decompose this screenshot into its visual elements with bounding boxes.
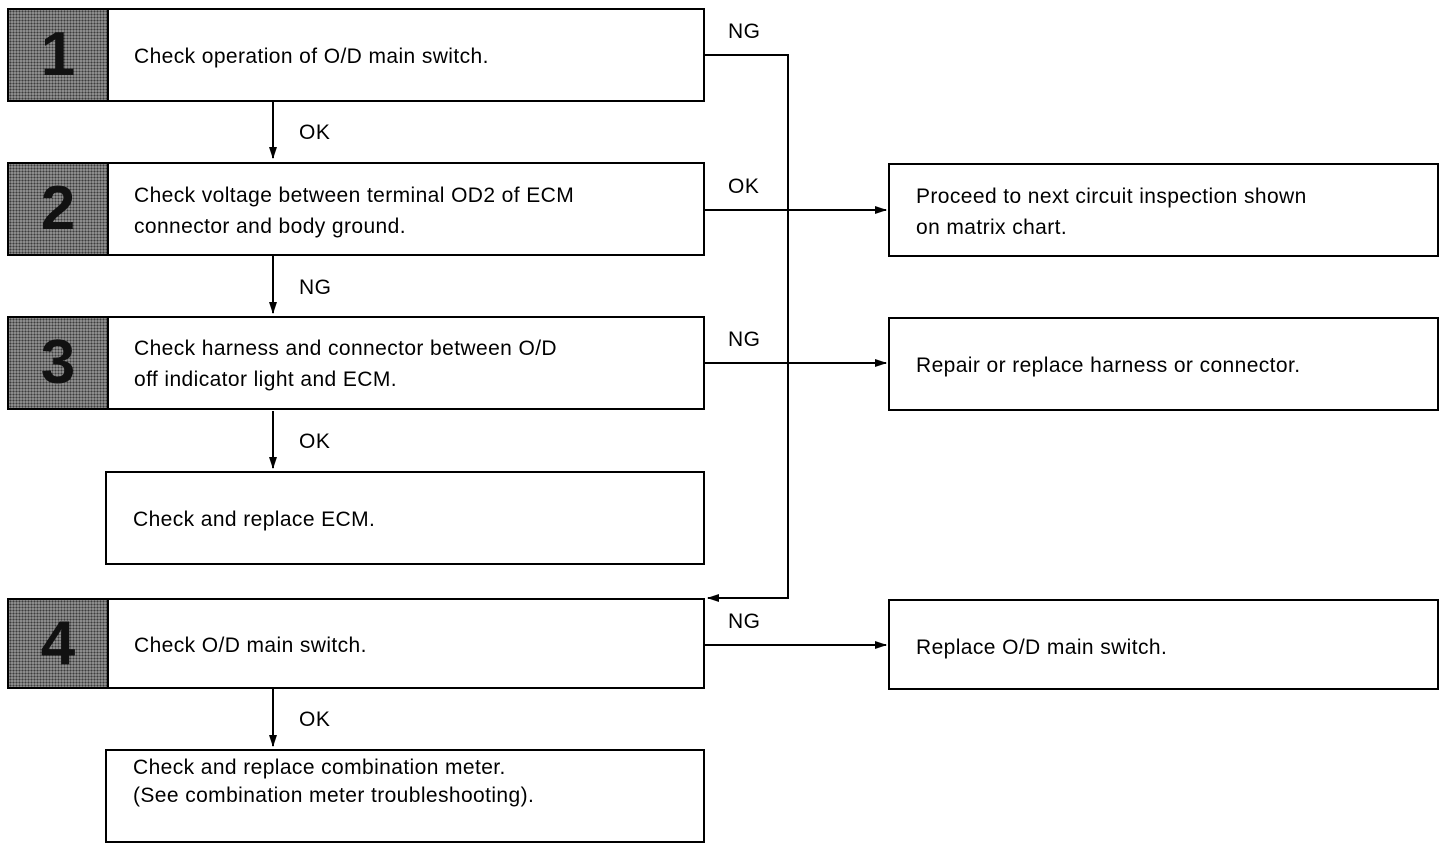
step-3-box: 3 Check harness and connector between O/… [7, 316, 705, 410]
result-check-replace-meter: Check and replace combination meter. (Se… [105, 749, 705, 843]
step-3-number-badge: 3 [9, 318, 109, 408]
step-4-number-badge: 4 [9, 600, 109, 687]
label-step4-ok: OK [299, 708, 331, 731]
step-2-number-badge: 2 [9, 164, 109, 254]
step-2-box: 2 Check voltage between terminal OD2 of … [7, 162, 705, 256]
result-proceed-next-circuit: Proceed to next circuit inspection shown… [888, 163, 1439, 257]
result-repair-harness: Repair or replace harness or connector. [888, 317, 1439, 411]
result-replace-switch: Replace O/D main switch. [888, 599, 1439, 690]
label-step2-ng: NG [299, 276, 332, 299]
step-2-text: Check voltage between terminal OD2 of EC… [134, 184, 575, 238]
step-1-box: 1 Check operation of O/D main switch. [7, 8, 705, 102]
label-step2-ok: OK [728, 175, 760, 198]
result-check-replace-ecm: Check and replace ECM. [105, 471, 705, 565]
label-step3-ng: NG [728, 328, 761, 351]
step-3-text: Check harness and connector between O/D … [134, 337, 557, 391]
step-4-box: 4 Check O/D main switch. [7, 598, 705, 689]
label-step1-ng: NG [728, 20, 761, 43]
step-4-text: Check O/D main switch. [134, 634, 367, 657]
step-1-number-badge: 1 [9, 10, 109, 100]
label-step1-ok: OK [299, 121, 331, 144]
step-1-text: Check operation of O/D main switch. [134, 45, 489, 68]
arrow-1-ng-to-4 [705, 54, 789, 602]
label-step3-ok: OK [299, 430, 331, 453]
label-step4-ng: NG [728, 610, 761, 633]
